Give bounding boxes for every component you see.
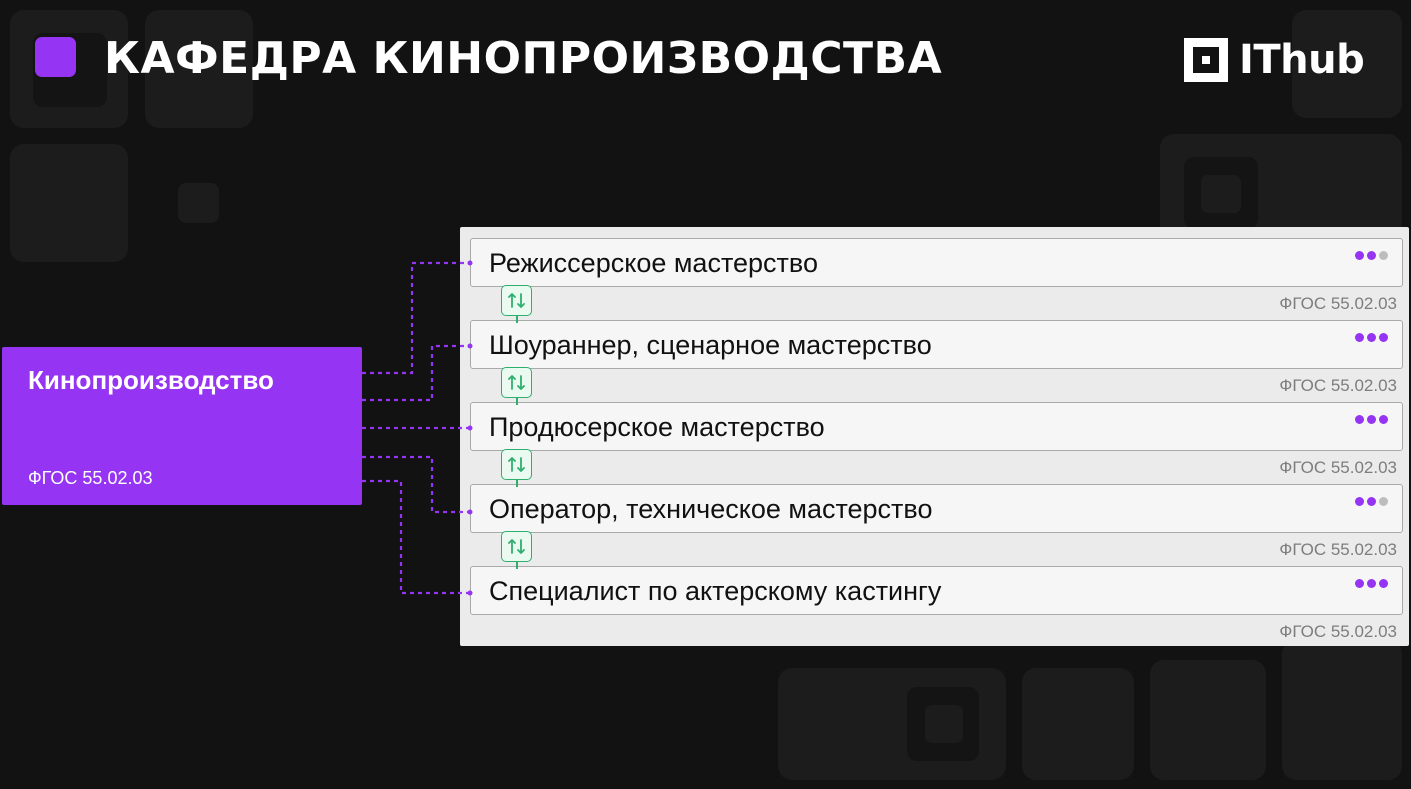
program-label: Шоураннер, сценарное мастерство [489, 330, 932, 360]
level-dot [1355, 415, 1364, 424]
program-item[interactable]: Шоураннер, сценарное мастерство [470, 320, 1403, 369]
program-code: ФГОС 55.02.03 [1279, 540, 1397, 559]
program-item[interactable]: Продюсерское мастерство [470, 402, 1403, 451]
level-dots [1355, 251, 1388, 260]
program-label: Специалист по актерскому кастингу [489, 576, 942, 606]
program-code: ФГОС 55.02.03 [1279, 376, 1397, 395]
level-dots [1355, 333, 1388, 342]
sync-arrows-icon[interactable] [501, 531, 532, 562]
level-dot [1379, 579, 1388, 588]
level-dot [1367, 579, 1376, 588]
program-code: ФГОС 55.02.03 [1279, 458, 1397, 477]
program-label: Режиссерское мастерство [489, 248, 818, 278]
sync-arrows-icon[interactable] [501, 285, 532, 316]
level-dot [1379, 251, 1388, 260]
level-dot [1367, 497, 1376, 506]
logo-text: IThub [1239, 37, 1365, 83]
source-program-card: Кинопроизводство ФГОС 55.02.03 [2, 347, 362, 505]
program-item[interactable]: Оператор, техническое мастерство [470, 484, 1403, 533]
program-item[interactable]: Специалист по актерскому кастингу [470, 566, 1403, 615]
source-program-code: ФГОС 55.02.03 [28, 468, 153, 488]
program-code: ФГОС 55.02.03 [1279, 622, 1397, 641]
program-label: Оператор, техническое мастерство [489, 494, 933, 524]
source-program-title: Кинопроизводство [28, 365, 274, 395]
ithub-logo: IThub [1184, 37, 1365, 83]
level-dot [1367, 333, 1376, 342]
level-dot [1379, 415, 1388, 424]
level-dot [1379, 497, 1388, 506]
level-dot [1355, 251, 1364, 260]
level-dots [1355, 415, 1388, 424]
program-item[interactable]: Режиссерское мастерство [470, 238, 1403, 287]
level-dot [1367, 251, 1376, 260]
level-dot [1355, 333, 1364, 342]
level-dot [1379, 333, 1388, 342]
program-code: ФГОС 55.02.03 [1279, 294, 1397, 313]
header-accent-square [35, 37, 76, 77]
page-title: КАФЕДРА КИНОПРОИЗВОДСТВА [104, 33, 943, 84]
sync-arrows-icon[interactable] [501, 367, 532, 398]
square-logo-icon [1184, 38, 1228, 82]
level-dot [1355, 497, 1364, 506]
level-dot [1355, 579, 1364, 588]
level-dot [1367, 415, 1376, 424]
level-dots [1355, 579, 1388, 588]
programs-panel: Режиссерское мастерство ФГОС 55.02.03 Шо… [460, 227, 1409, 646]
sync-arrows-icon[interactable] [501, 449, 532, 480]
program-label: Продюсерское мастерство [489, 412, 825, 442]
level-dots [1355, 497, 1388, 506]
